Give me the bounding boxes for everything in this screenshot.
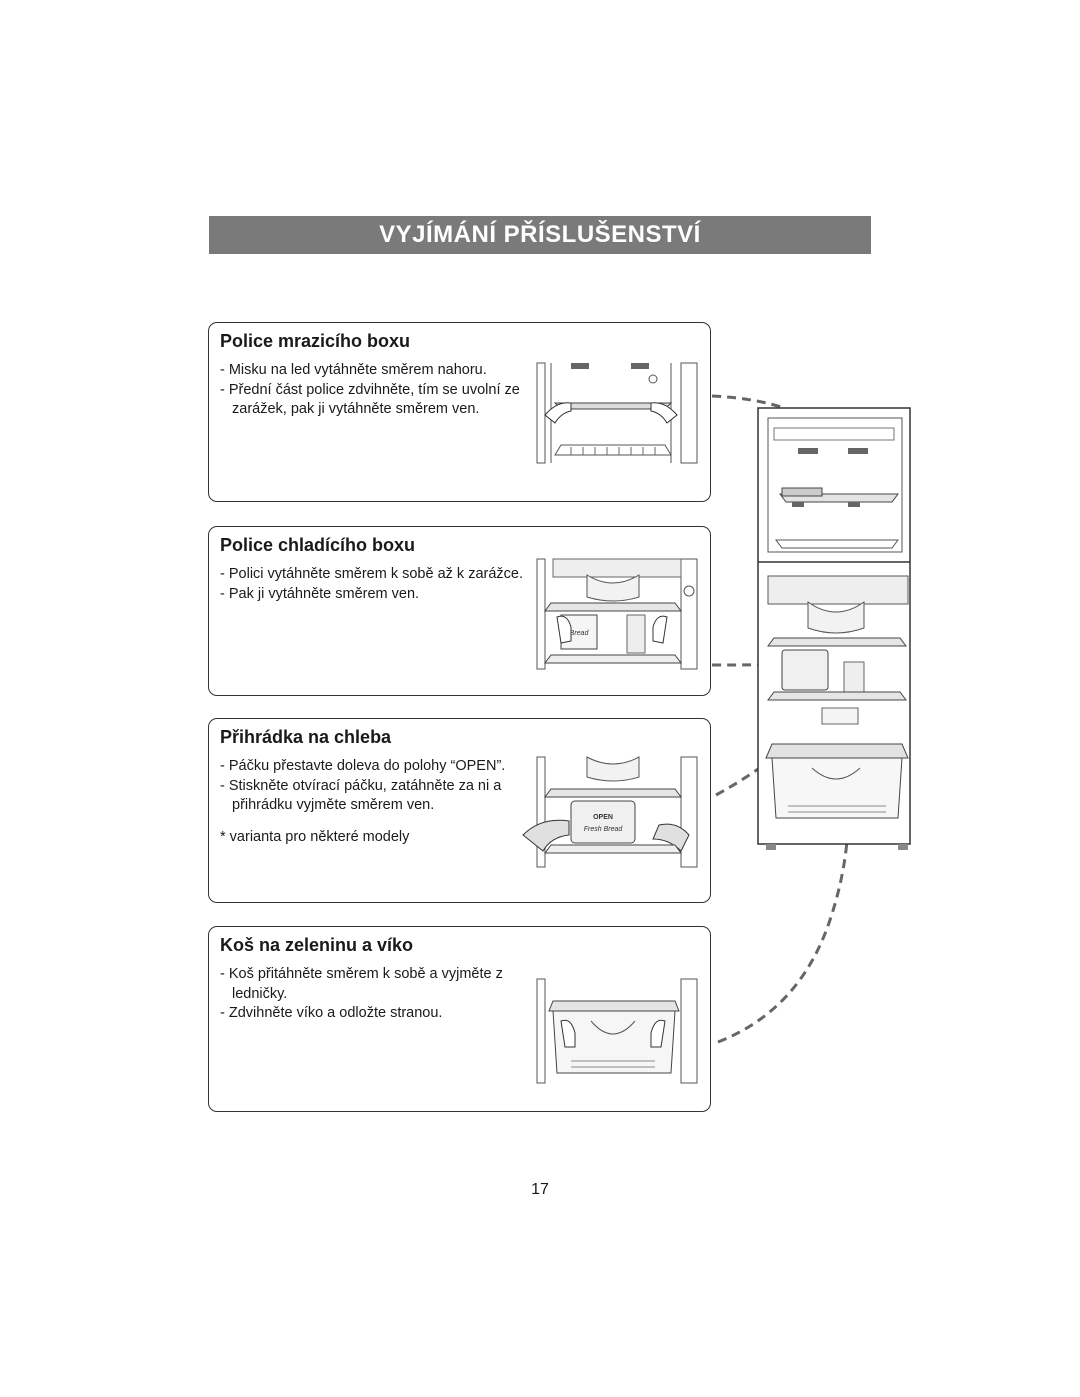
fridge-shelf-steps: - Polici vytáhněte směrem k sobě až k za… xyxy=(220,565,525,604)
refrigerator-illustration xyxy=(757,407,911,850)
model-variant-note: * varianta pro některé modely xyxy=(220,829,410,845)
step-text: - Koš přitáhněte směrem k sobě a vyjměte… xyxy=(220,966,503,1002)
step-text: - Přední část police zdvihněte, tím se u… xyxy=(220,381,520,418)
fresh-bread-label: Fresh Bread xyxy=(584,826,624,833)
lever-open-label: OPEN xyxy=(593,814,613,821)
bread-small-label: Bread xyxy=(570,630,590,637)
step-text: - Páčku přestavte doleva do polohy “OPEN… xyxy=(220,758,506,774)
bread-compartment-heading: Přihrádka na chleba xyxy=(220,727,392,747)
vegetable-drawer-heading: Koš na zeleninu a víko xyxy=(220,935,414,955)
fridge-shelf-panel: Police chladícího boxu - Polici vytáhnět… xyxy=(208,526,711,696)
step-text: - Misku na led vytáhněte směrem nahoru. xyxy=(220,362,487,378)
page-title: VYJÍMÁNÍ PŘÍSLUŠENSTVÍ xyxy=(209,216,871,254)
freezer-shelf-steps: - Misku na led vytáhněte směrem nahoru. … xyxy=(220,361,525,420)
fridge-shelf-illustration: Bread xyxy=(536,558,698,670)
freezer-shelf-illustration xyxy=(536,362,698,464)
bread-compartment-steps: - Páčku přestavte doleva do polohy “OPEN… xyxy=(220,757,525,816)
page-number: 17 xyxy=(531,1181,549,1198)
bread-compartment-illustration: OPEN Fresh Bread xyxy=(522,756,698,868)
freezer-shelf-panel: Police mrazicího boxu - Misku na led vyt… xyxy=(208,322,711,502)
step-text: - Zdvihněte víko a odložte stranou. xyxy=(220,1005,443,1021)
fridge-shelf-heading: Police chladícího boxu xyxy=(220,535,416,555)
step-text: - Stiskněte otvírací páčku, zatáhněte za… xyxy=(220,777,502,814)
vegetable-drawer-illustration xyxy=(536,978,698,1084)
bread-compartment-panel: Přihrádka na chleba - Páčku přestavte do… xyxy=(208,718,711,903)
vegetable-drawer-steps: - Koš přitáhněte směrem k sobě a vyjměte… xyxy=(220,965,525,1024)
freezer-shelf-heading: Police mrazicího boxu xyxy=(220,331,411,351)
step-text: - Pak ji vytáhněte směrem ven. xyxy=(220,585,420,602)
vegetable-drawer-panel: Koš na zeleninu a víko - Koš přitáhněte … xyxy=(208,926,711,1112)
step-text: - Polici vytáhněte směrem k sobě až k za… xyxy=(220,566,524,582)
